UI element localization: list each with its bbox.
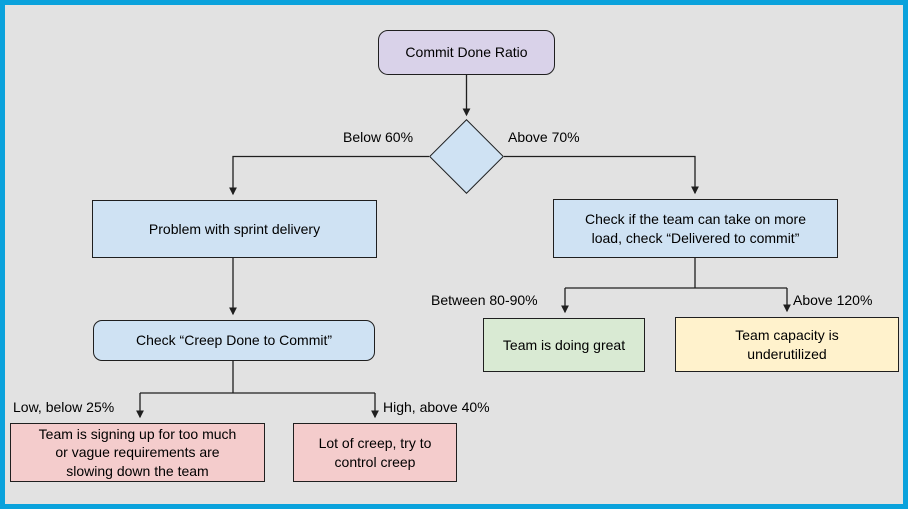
node-team-signing-up-line3: slowing down the team [66, 462, 209, 479]
node-team-doing-great: Team is doing great [483, 318, 645, 372]
edge-label-above-70: Above 70% [508, 129, 580, 145]
edge-label-low-below-25: Low, below 25% [13, 399, 115, 415]
node-lot-of-creep-line1: Lot of creep, try to [318, 435, 432, 452]
node-team-signing-up-too-much: Team is signing up for too much or vague… [10, 423, 265, 482]
node-lot-of-creep: Lot of creep, try to control creep [293, 423, 457, 482]
node-problem-sprint-delivery-label: Problem with sprint delivery [148, 220, 321, 237]
edge-label-between-80-90: Between 80-90% [431, 292, 538, 308]
node-lot-of-creep-line2: control creep [334, 453, 416, 470]
node-check-creep-done-to-commit: Check “Creep Done to Commit” [93, 320, 375, 361]
node-problem-sprint-delivery: Problem with sprint delivery [92, 200, 377, 258]
node-commit-done-ratio-label: Commit Done Ratio [405, 44, 528, 61]
node-team-signing-up-line1: Team is signing up for too much [38, 425, 237, 442]
edge-label-high-above-40: High, above 40% [383, 399, 490, 415]
node-team-capacity-line1: Team capacity is [735, 327, 839, 344]
edge-label-above-120: Above 120% [793, 292, 873, 308]
node-check-team-load-line2: load, check “Delivered to commit” [591, 229, 800, 246]
node-check-creep-done-to-commit-label: Check “Creep Done to Commit” [135, 332, 333, 349]
node-commit-done-ratio: Commit Done Ratio [378, 30, 555, 75]
node-team-capacity-line2: underutilized [747, 345, 827, 362]
node-team-capacity-underutilized: Team capacity is underutilized [675, 317, 899, 372]
node-team-doing-great-label: Team is doing great [502, 336, 626, 353]
node-check-team-load: Check if the team can take on more load,… [553, 199, 838, 258]
node-check-team-load-line1: Check if the team can take on more [585, 211, 806, 228]
edge-label-below-60: Below 60% [343, 129, 414, 145]
node-team-signing-up-line2: or vague requirements are [55, 444, 220, 461]
